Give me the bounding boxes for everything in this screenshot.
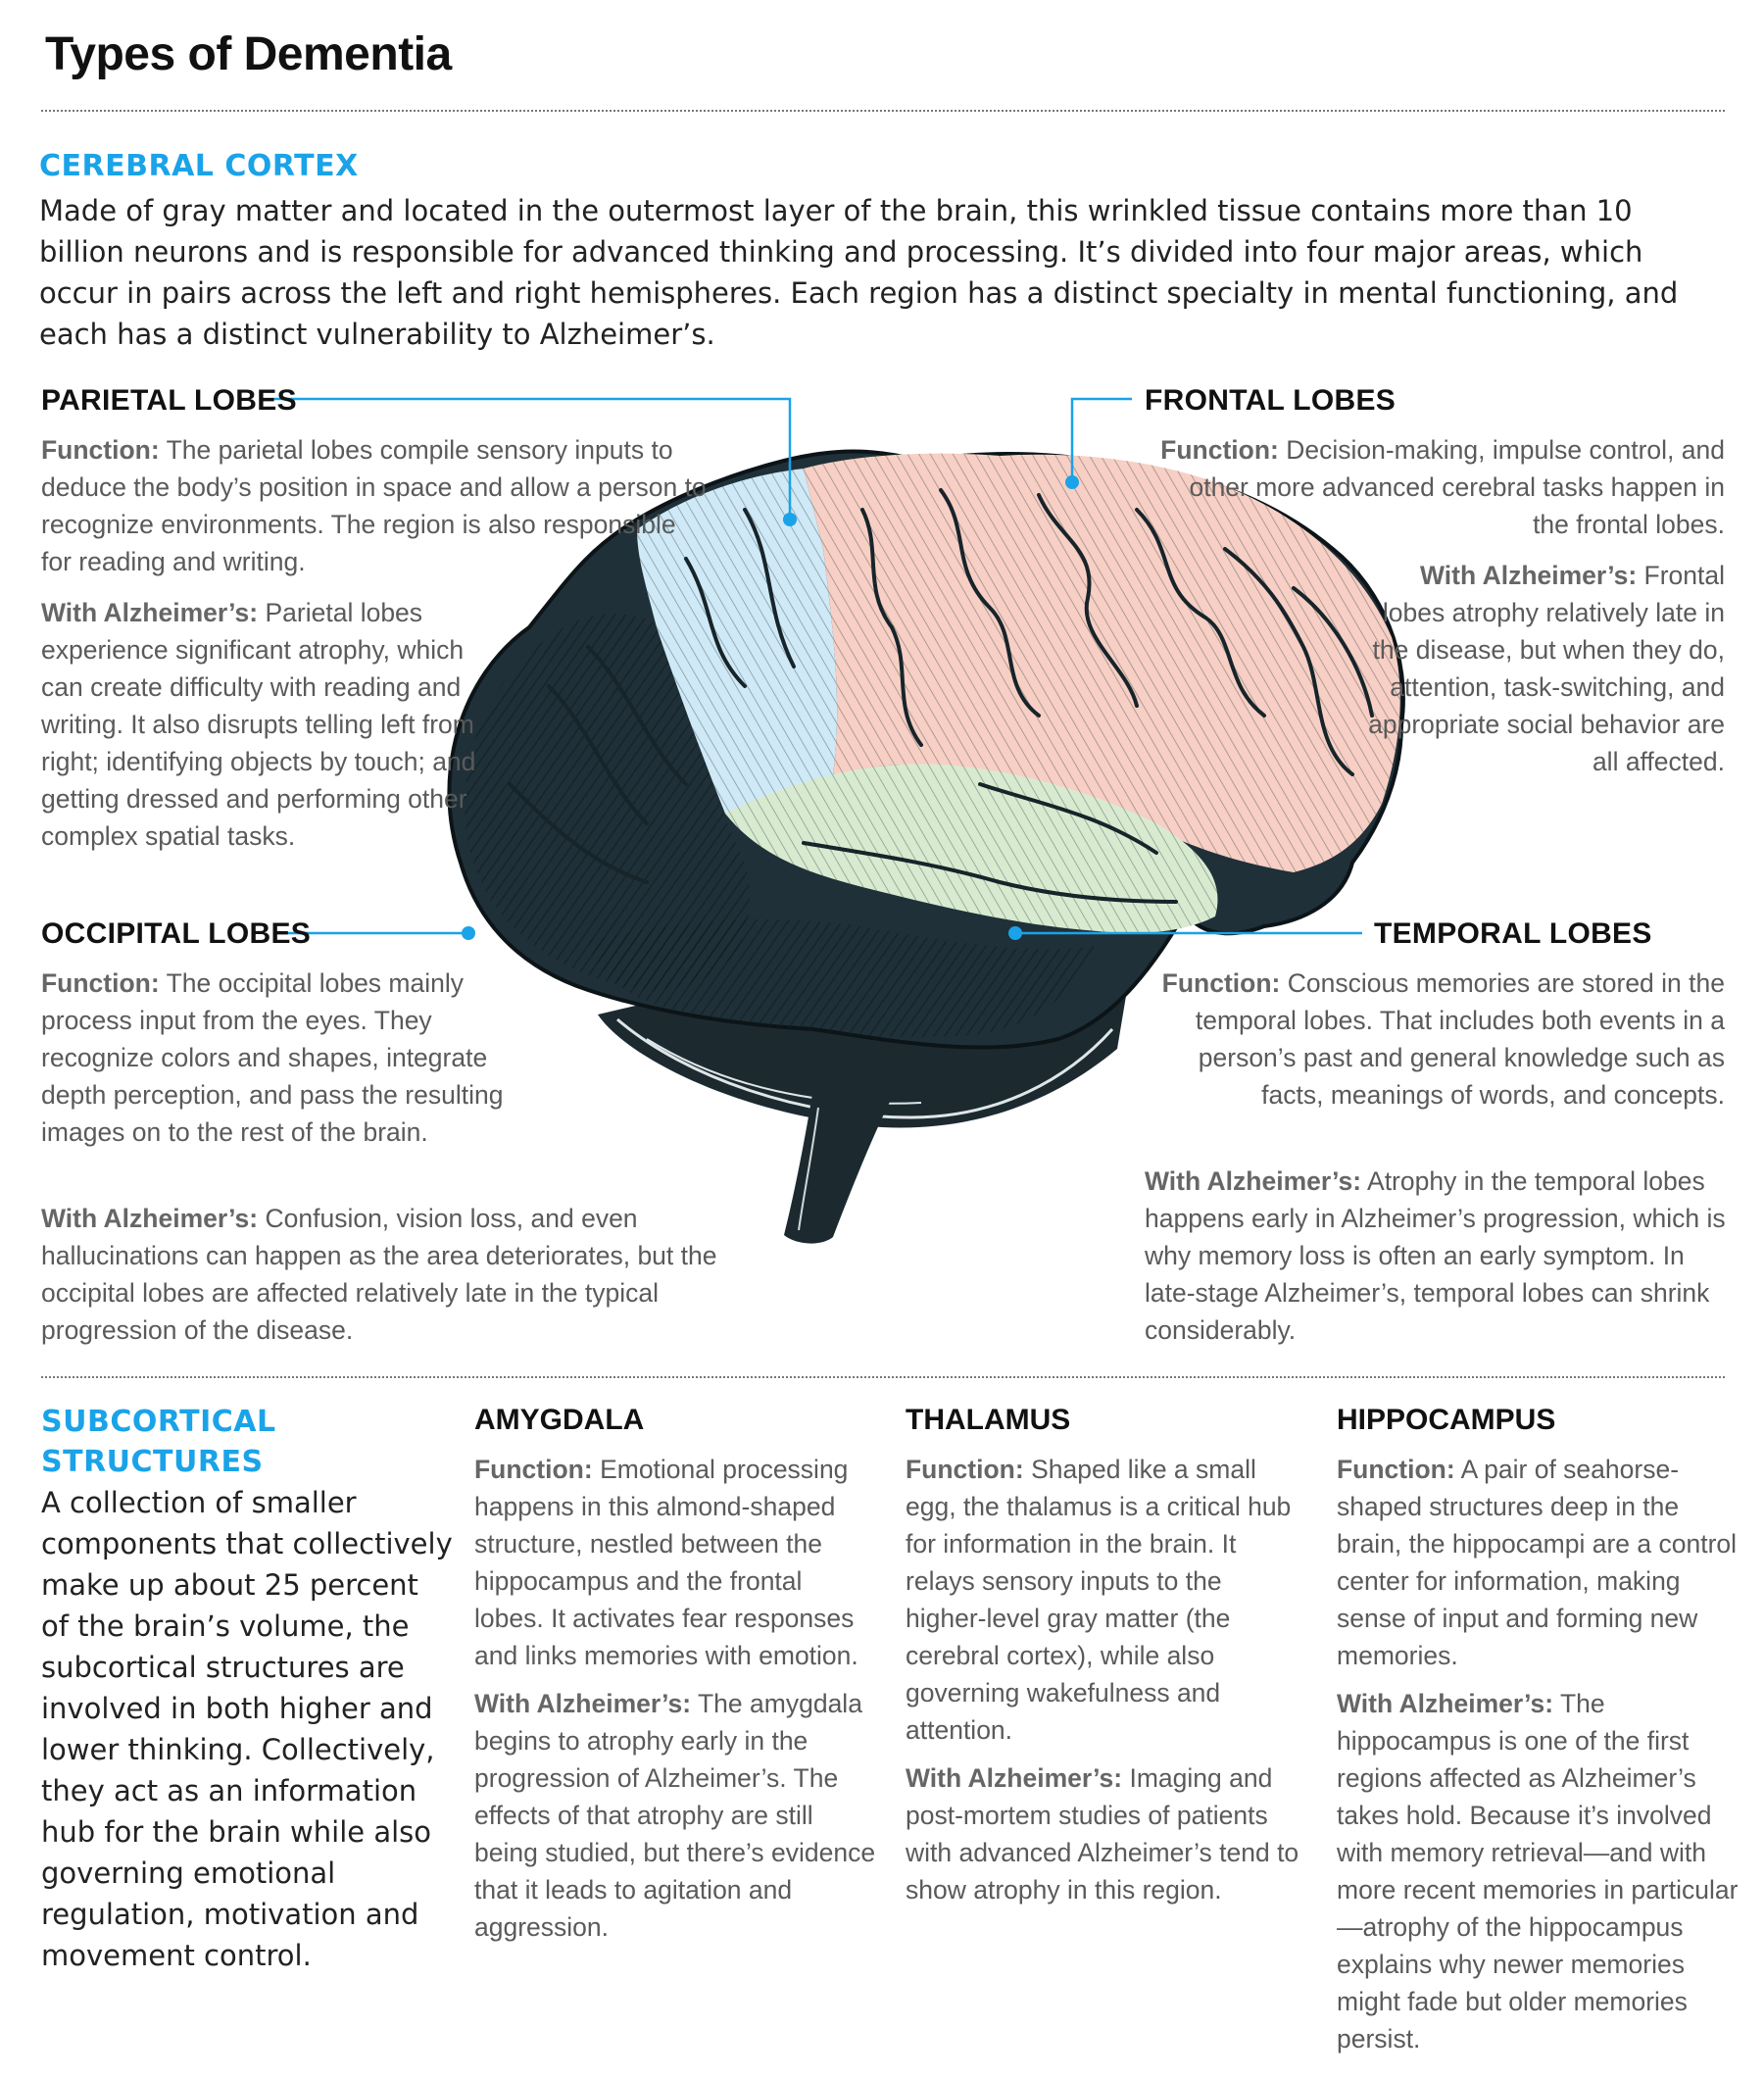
subcortical-heading: SUBCORTICAL STRUCTURES [41, 1402, 276, 1482]
occipital-alzheimers-label: With Alzheimer’s: [41, 1204, 259, 1233]
subcortical-heading-line1: SUBCORTICAL [41, 1405, 276, 1439]
temporal-alzheimers-text: Atrophy in the temporal lobes happens ea… [1145, 1166, 1726, 1345]
hippocampus-function-label: Function: [1337, 1455, 1455, 1484]
temporal-heading: TEMPORAL LOBES [1374, 917, 1652, 950]
parietal-function: Function: The parietal lobes compile sen… [41, 431, 708, 591]
connector-lines [261, 397, 1362, 935]
amygdala-function-label: Function: [474, 1455, 593, 1484]
thalamus-function-text: Shaped like a small egg, the thalamus is… [906, 1455, 1292, 1745]
parietal-alzheimers-text: Parietal lobes experience significant at… [41, 598, 476, 851]
page-title: Types of Dementia [45, 28, 452, 80]
parietal-heading: PARIETAL LOBES [41, 384, 297, 417]
amygdala-alzheimers-label: With Alzheimer’s: [474, 1689, 692, 1718]
frontal-function-label: Function: [1160, 435, 1279, 465]
occipital-region [464, 614, 751, 990]
temporal-function: Function: Conscious memories are stored … [1137, 965, 1725, 1124]
parietal-alzheimers-label: With Alzheimer’s: [41, 598, 259, 627]
hippocampus-function-text: A pair of seahorse-shaped structures dee… [1337, 1455, 1738, 1670]
frontal-heading: FRONTAL LOBES [1145, 384, 1396, 417]
frontal-function-text: Decision-making, impulse control, and ot… [1189, 435, 1725, 539]
divider-top [41, 110, 1725, 112]
frontal-alzheimers-text: Frontal lobes atrophy relatively late in… [1368, 561, 1725, 776]
occipital-function: Function: The occipital lobes mainly pro… [41, 965, 531, 1162]
divider-middle [41, 1376, 1725, 1378]
parietal-alzheimers: With Alzheimer’s: Parietal lobes experie… [41, 594, 482, 866]
occipital-alzheimers: With Alzheimer’s: Confusion, vision loss… [41, 1200, 747, 1360]
hippocampus-alzheimers-text: The hippocampus is one of the first regi… [1337, 1689, 1739, 2054]
temporal-function-label: Function: [1161, 968, 1281, 998]
hippocampus-text: Function: A pair of seahorse-shaped stru… [1337, 1451, 1739, 2068]
subcortical-description: A collection of smaller components that … [41, 1486, 453, 1972]
thalamus-alzheimers-label: With Alzheimer’s: [906, 1763, 1123, 1793]
thalamus-function-label: Function: [906, 1455, 1024, 1484]
temporal-function-text: Conscious memories are stored in the tem… [1195, 968, 1725, 1110]
connector-dots [462, 475, 1079, 940]
amygdala-heading: AMYGDALA [474, 1404, 645, 1436]
gyri-lines [508, 488, 1374, 904]
thalamus-alzheimers-text: Imaging and post-mortem studies of patie… [906, 1763, 1299, 1905]
occipital-function-label: Function: [41, 968, 160, 998]
cortex-heading: CEREBRAL CORTEX [39, 149, 359, 183]
temporal-alzheimers: With Alzheimer’s: Atrophy in the tempora… [1145, 1163, 1733, 1360]
subcortical-heading-line2: STRUCTURES [41, 1445, 264, 1479]
frontal-function: Function: Decision-making, impulse contr… [1156, 431, 1725, 554]
amygdala-function-text: Emotional processing happens in this alm… [474, 1455, 858, 1670]
cortex-description: Made of gray matter and located in the o… [39, 194, 1679, 351]
hippocampus-heading: HIPPOCAMPUS [1337, 1404, 1556, 1436]
amygdala-text: Function: Emotional processing happens i… [474, 1451, 876, 1956]
frontal-alzheimers-label: With Alzheimer’s: [1420, 561, 1638, 590]
occipital-alzheimers-text: Confusion, vision loss, and even halluci… [41, 1204, 717, 1345]
parietal-function-text: The parietal lobes compile sensory input… [41, 435, 707, 576]
thalamus-heading: THALAMUS [906, 1404, 1071, 1436]
amygdala-alzheimers-text: The amygdala begins to atrophy early in … [474, 1689, 876, 1942]
temporal-alzheimers-label: With Alzheimer’s: [1145, 1166, 1362, 1196]
thalamus-text: Function: Shaped like a small egg, the t… [906, 1451, 1307, 1919]
occipital-function-text: The occipital lobes mainly process input… [41, 968, 504, 1147]
hippocampus-alzheimers-label: With Alzheimer’s: [1337, 1689, 1554, 1718]
occipital-heading: OCCIPITAL LOBES [41, 917, 312, 950]
brainstem [784, 1088, 892, 1244]
frontal-alzheimers: With Alzheimer’s: Frontal lobes atrophy … [1362, 557, 1725, 791]
parietal-function-label: Function: [41, 435, 160, 465]
